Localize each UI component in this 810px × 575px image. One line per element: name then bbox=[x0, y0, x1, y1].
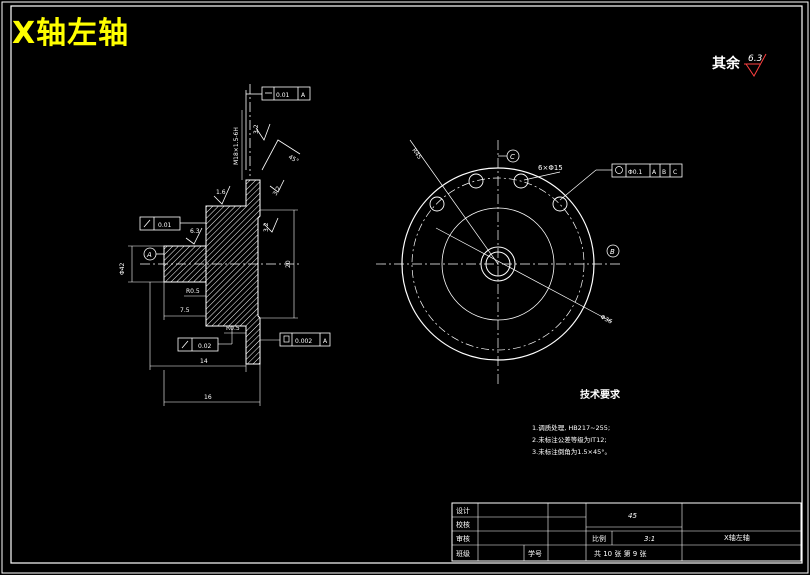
bottom-fcf-value: 0.02 bbox=[198, 343, 212, 350]
roughness-icon-4 bbox=[263, 217, 279, 233]
dim-14: 14 bbox=[200, 358, 208, 365]
thread-label: M18×1.5-6H bbox=[233, 127, 240, 165]
title-block: 设计 校核 审核 班级 学号 45 比例 3:1 X轴左轴 共 10 张 第 9… bbox=[451, 502, 802, 562]
datum-b-circle bbox=[606, 244, 620, 258]
tech-item-1: 1.调质处理, HB217~255; bbox=[532, 423, 610, 432]
hole bbox=[468, 173, 484, 189]
datum-b-label: B bbox=[610, 248, 615, 256]
dim-left-dia: Φ42 bbox=[119, 262, 126, 275]
rough-value-3: 6.3 bbox=[190, 228, 200, 235]
tech-heading: 技术要求 bbox=[580, 388, 621, 401]
rough-value-1: 3.2 bbox=[253, 124, 260, 134]
dim-height: 20 bbox=[285, 260, 292, 268]
top-fcf bbox=[261, 86, 311, 101]
tb-material: 45 bbox=[628, 512, 637, 520]
runout-icon-2 bbox=[181, 340, 189, 349]
right-fcf-datum: A bbox=[323, 338, 328, 345]
tb-design: 设计 bbox=[456, 506, 470, 515]
rough-value-2: 1.6 bbox=[216, 189, 226, 196]
tb-scale-label: 比例 bbox=[592, 534, 606, 543]
bottom-fcf bbox=[177, 337, 219, 352]
tb-part-name: X轴左轴 bbox=[724, 533, 750, 542]
roughness-icon-1 bbox=[255, 123, 271, 141]
tech-item-3: 3.未标注倒角为1.5×45°。 bbox=[532, 447, 611, 456]
roughness-icon-3 bbox=[185, 227, 203, 245]
dia-label: Φ36 bbox=[599, 314, 613, 326]
surface-symbol-label: 其余 bbox=[712, 55, 741, 72]
datum-c-label: C bbox=[510, 153, 515, 161]
dim-r-bot: R0.5 bbox=[226, 325, 240, 332]
position-icon bbox=[615, 166, 623, 174]
tb-review: 审核 bbox=[456, 534, 470, 543]
dim-7-5: 7.5 bbox=[180, 307, 190, 314]
tb-sheet-info: 共 10 张 第 9 张 bbox=[594, 549, 647, 558]
body-section bbox=[205, 179, 261, 365]
hole bbox=[513, 173, 529, 189]
roughness-icon-2 bbox=[213, 185, 231, 205]
front-view: 0.01 A M18×1.5-6H 45° 3.2 1.6 6.3 3.2 3.… bbox=[119, 84, 331, 406]
right-fcf-value: 0.002 bbox=[295, 338, 312, 345]
rough-value-5: 3.2 bbox=[272, 185, 283, 197]
datum-a-label: A bbox=[146, 251, 152, 259]
drawing-title: X轴左轴 bbox=[12, 16, 130, 51]
position-fcf bbox=[611, 163, 683, 178]
hole-pattern bbox=[429, 173, 568, 212]
pos-fcf-datum-c: C bbox=[673, 169, 677, 176]
chamfer-arrow bbox=[261, 139, 301, 171]
tb-scale-value: 3:1 bbox=[644, 535, 655, 543]
roughness-icon-5 bbox=[269, 179, 285, 193]
inner-frame bbox=[10, 5, 803, 564]
runout-icon bbox=[143, 219, 151, 228]
hole-label: 6×Φ15 bbox=[538, 164, 563, 172]
top-fcf-datum: A bbox=[301, 92, 306, 99]
rough-value-4: 3.2 bbox=[263, 222, 270, 232]
hole bbox=[429, 196, 445, 212]
left-fcf-value: 0.01 bbox=[158, 222, 172, 229]
surface-value: 6.3 bbox=[748, 54, 763, 64]
dim-16: 16 bbox=[204, 394, 212, 401]
pos-fcf-datum-b: B bbox=[662, 169, 666, 176]
dim-r45: R45 bbox=[410, 147, 423, 161]
left-fcf bbox=[139, 216, 181, 231]
tb-check: 校核 bbox=[456, 520, 470, 529]
parallel-icon bbox=[283, 335, 290, 343]
dim-r-top: R0.5 bbox=[186, 288, 200, 295]
pos-fcf-value: Φ0.1 bbox=[628, 169, 642, 176]
chamfer-label: 45° bbox=[287, 154, 300, 165]
side-view: R45 Φ36 C B 6×Φ15 Φ0.1 A B C bbox=[376, 139, 683, 386]
right-fcf bbox=[279, 332, 331, 347]
hole bbox=[552, 196, 568, 212]
roughness-icon bbox=[744, 53, 767, 77]
tb-class: 班级 bbox=[456, 549, 470, 558]
pos-fcf-datum-a: A bbox=[652, 169, 657, 176]
tech-item-2: 2.未标注公差等级为IT12; bbox=[532, 435, 607, 444]
top-fcf-value: 0.01 bbox=[276, 92, 290, 99]
tb-student-no: 学号 bbox=[528, 549, 542, 558]
